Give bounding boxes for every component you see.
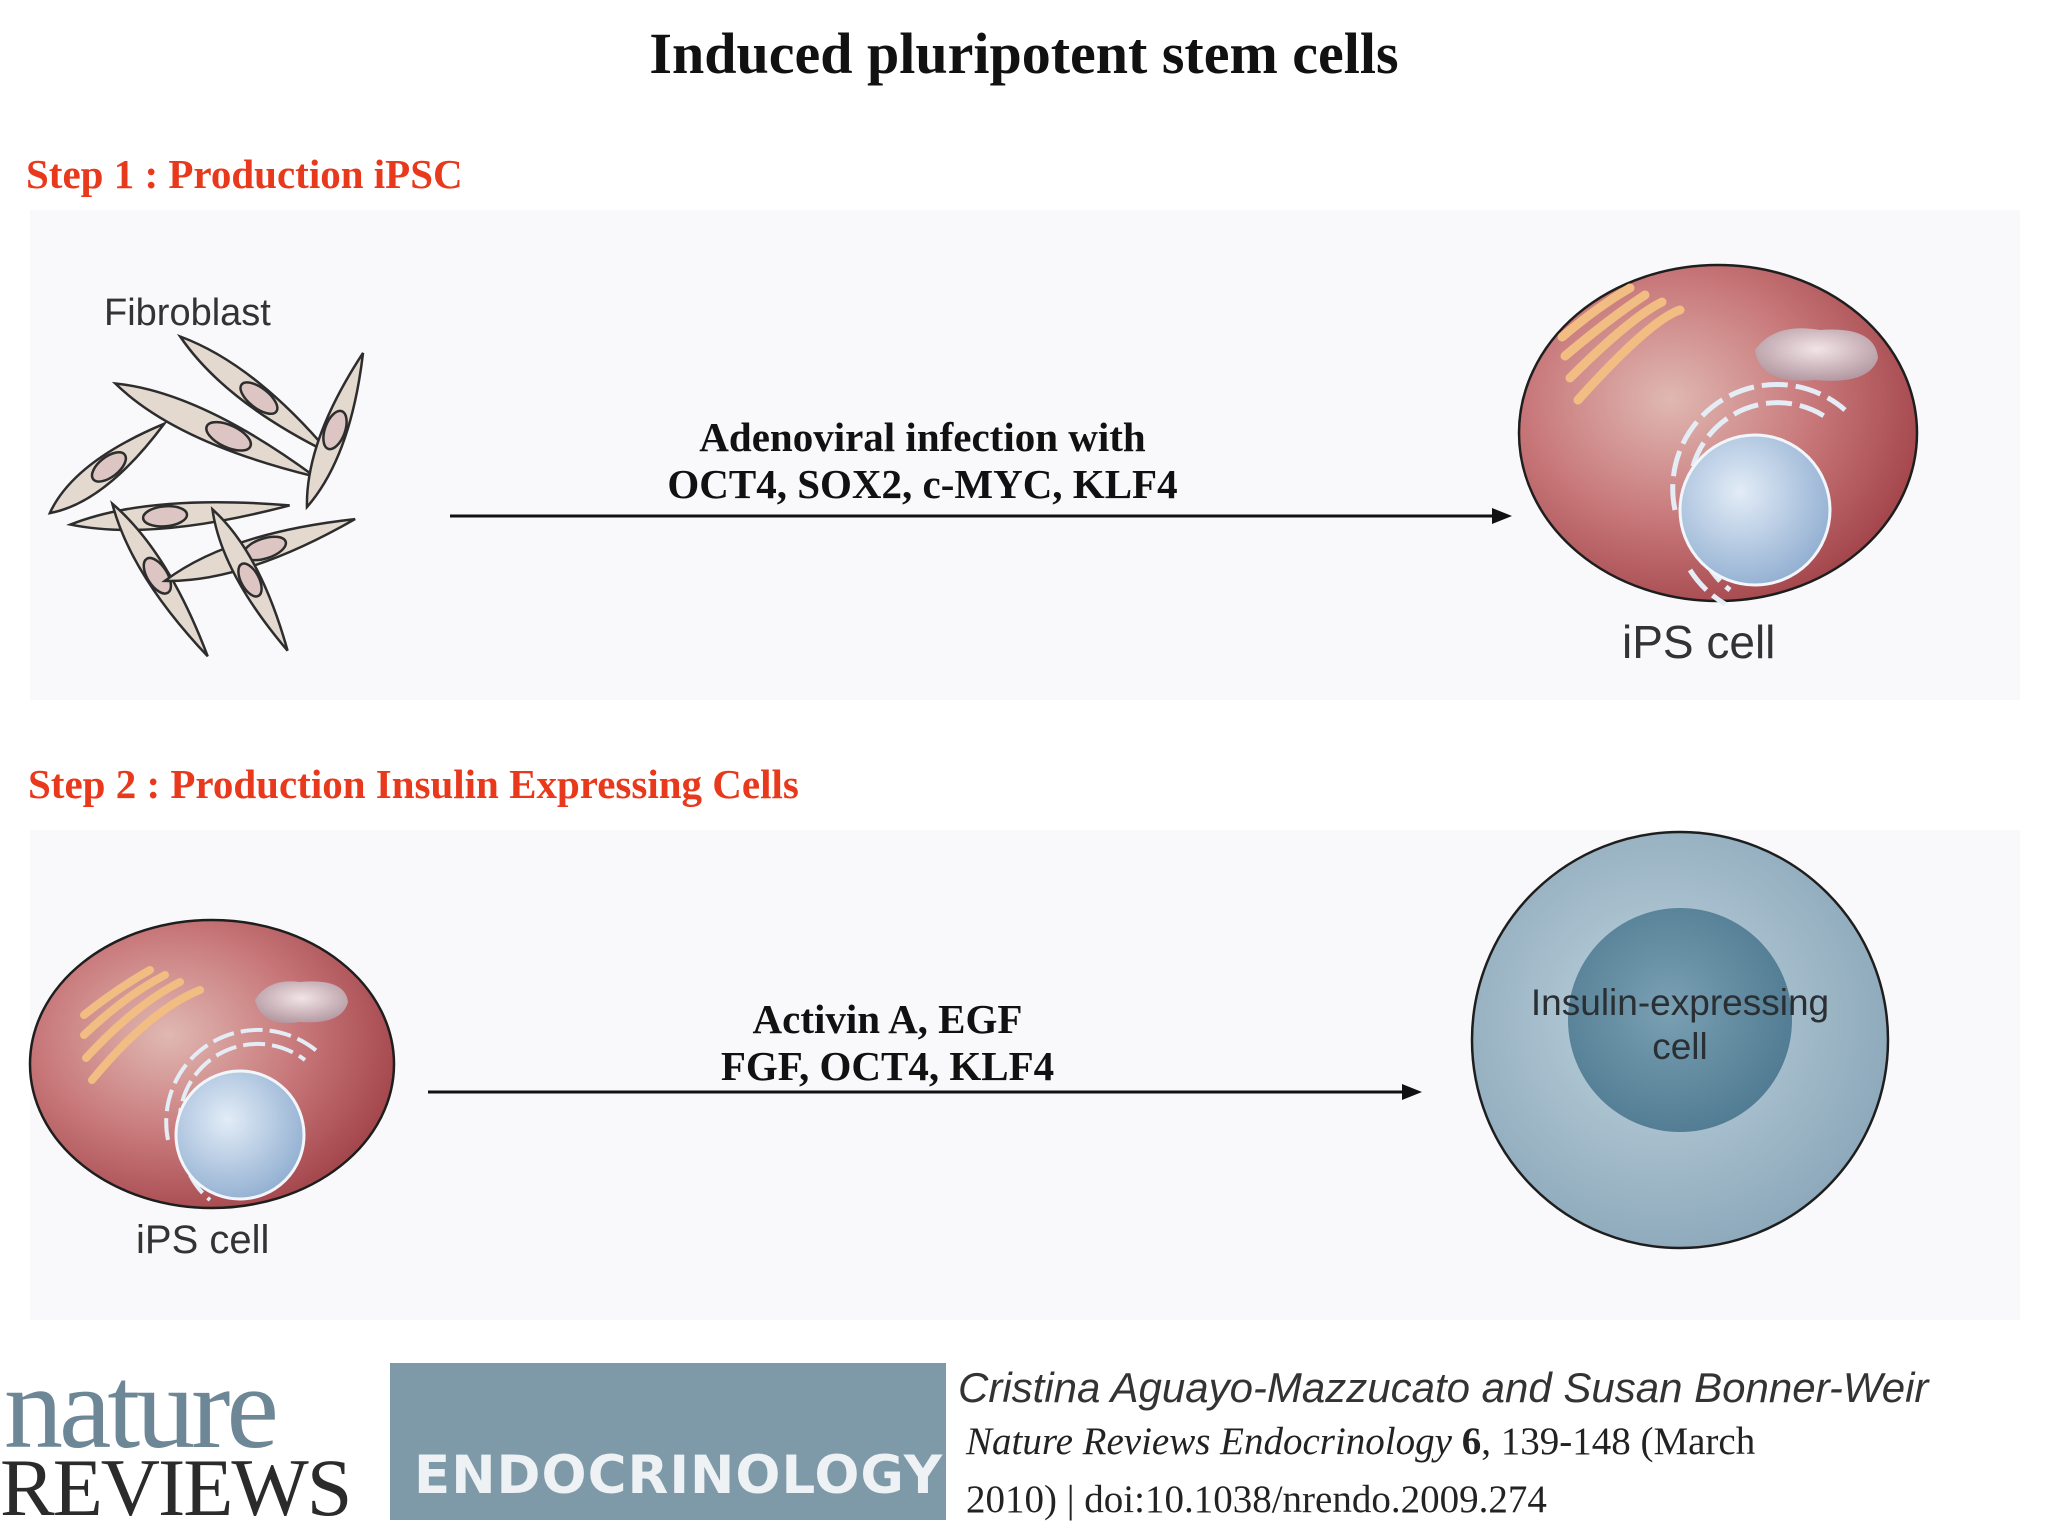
nucleus bbox=[174, 1069, 306, 1201]
step2-arrow-label-line1: Activin A, EGF bbox=[752, 996, 1023, 1042]
step1-arrow-label-line2: OCT4, SOX2, c-MYC, KLF4 bbox=[667, 461, 1178, 507]
logo-word-reviews: REVIEWS bbox=[0, 1442, 352, 1533]
ips-cell-small bbox=[28, 918, 396, 1210]
fibroblast-cell bbox=[161, 517, 356, 583]
vacuole bbox=[1755, 328, 1878, 381]
nature-reviews-logo: nature REVIEWS ENDOCRINOLOGY bbox=[0, 1349, 950, 1529]
fibroblast-cell bbox=[210, 506, 289, 652]
citation-pages-date: , 139-148 (March bbox=[1481, 1420, 1756, 1463]
insulin-cell-label-line2: cell bbox=[1652, 1026, 1708, 1067]
citation-authors: Cristina Aguayo-Mazzucato and Susan Bonn… bbox=[958, 1364, 1929, 1411]
citation-journal: Nature Reviews Endocrinology bbox=[966, 1420, 1452, 1463]
logo-endocrinology-box: ENDOCRINOLOGY bbox=[390, 1363, 946, 1520]
fibroblast-label: Fibroblast bbox=[104, 292, 271, 334]
fibroblast-cell bbox=[110, 500, 209, 658]
logo-word-endocrinology: ENDOCRINOLOGY bbox=[414, 1445, 944, 1506]
nucleus bbox=[1678, 433, 1832, 587]
nucleus bbox=[1568, 908, 1792, 1132]
ips-cell-label: iPS cell bbox=[1622, 616, 1776, 668]
diagram-title: Induced pluripotent stem cells bbox=[649, 21, 1399, 86]
fibroblast-cluster bbox=[47, 333, 365, 658]
step2-heading: Step 2 : Production Insulin Expressing C… bbox=[28, 761, 799, 807]
fibroblast-cell bbox=[305, 352, 365, 511]
ips-cell-large bbox=[1517, 263, 1919, 607]
citation-volume: 6 bbox=[1461, 1420, 1482, 1463]
insulin-expressing-cell bbox=[1470, 830, 1890, 1250]
step1-heading: Step 1 : Production iPSC bbox=[26, 151, 463, 197]
golgi-apparatus bbox=[80, 966, 204, 1084]
vacuole bbox=[255, 981, 348, 1024]
golgi-apparatus bbox=[1557, 283, 1685, 405]
fibroblast-cell bbox=[66, 500, 290, 532]
citation-reference: Nature Reviews Endocrinology 6, 139-148 … bbox=[966, 1413, 2026, 1529]
ips-cell-label-small: iPS cell bbox=[136, 1218, 270, 1262]
citation-line2: 2010) | doi:10.1038/nrendo.2009.274 bbox=[966, 1478, 1547, 1521]
fibroblast-cell bbox=[47, 420, 168, 515]
step2-arrow bbox=[428, 1084, 1422, 1100]
insulin-cell-label-line1: Insulin-expressing bbox=[1530, 982, 1830, 1023]
citation-line1: Nature Reviews Endocrinology 6, 139-148 … bbox=[966, 1413, 2026, 1471]
step1-arrow-label-line1: Adenoviral infection with bbox=[699, 414, 1146, 460]
step1-arrow bbox=[450, 508, 1512, 524]
step2-arrow-label-line2: FGF, OCT4, KLF4 bbox=[720, 1043, 1055, 1089]
logo-word-nature: nature bbox=[4, 1342, 279, 1473]
